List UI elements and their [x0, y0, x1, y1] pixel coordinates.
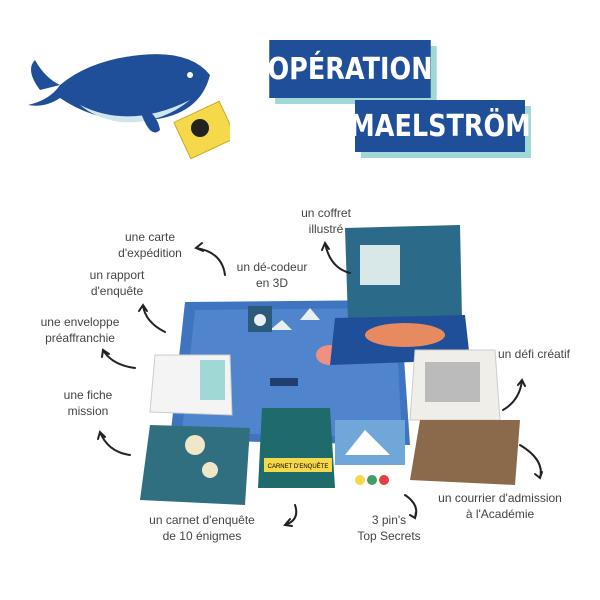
- title-line2: MAELSTRÖM: [349, 100, 531, 152]
- pins: [355, 475, 389, 485]
- whale-illustration: [28, 54, 230, 160]
- mission-sheet: [140, 425, 250, 505]
- label-defi: un défi créatif: [497, 347, 571, 361]
- title-line1: OPÉRATION: [267, 40, 433, 98]
- report-sheet: [409, 349, 501, 421]
- letter: [410, 420, 520, 485]
- decoder-cube: [248, 306, 272, 332]
- carnet-title: CARNET D'ENQUÊTE: [268, 462, 329, 470]
- envelope-icon: [173, 100, 230, 160]
- arrows: [97, 240, 543, 527]
- box: [330, 225, 470, 365]
- envelope-mission: [149, 354, 233, 416]
- postcard: [335, 420, 405, 465]
- carnet: CARNET D'ENQUÊTE: [258, 408, 335, 488]
